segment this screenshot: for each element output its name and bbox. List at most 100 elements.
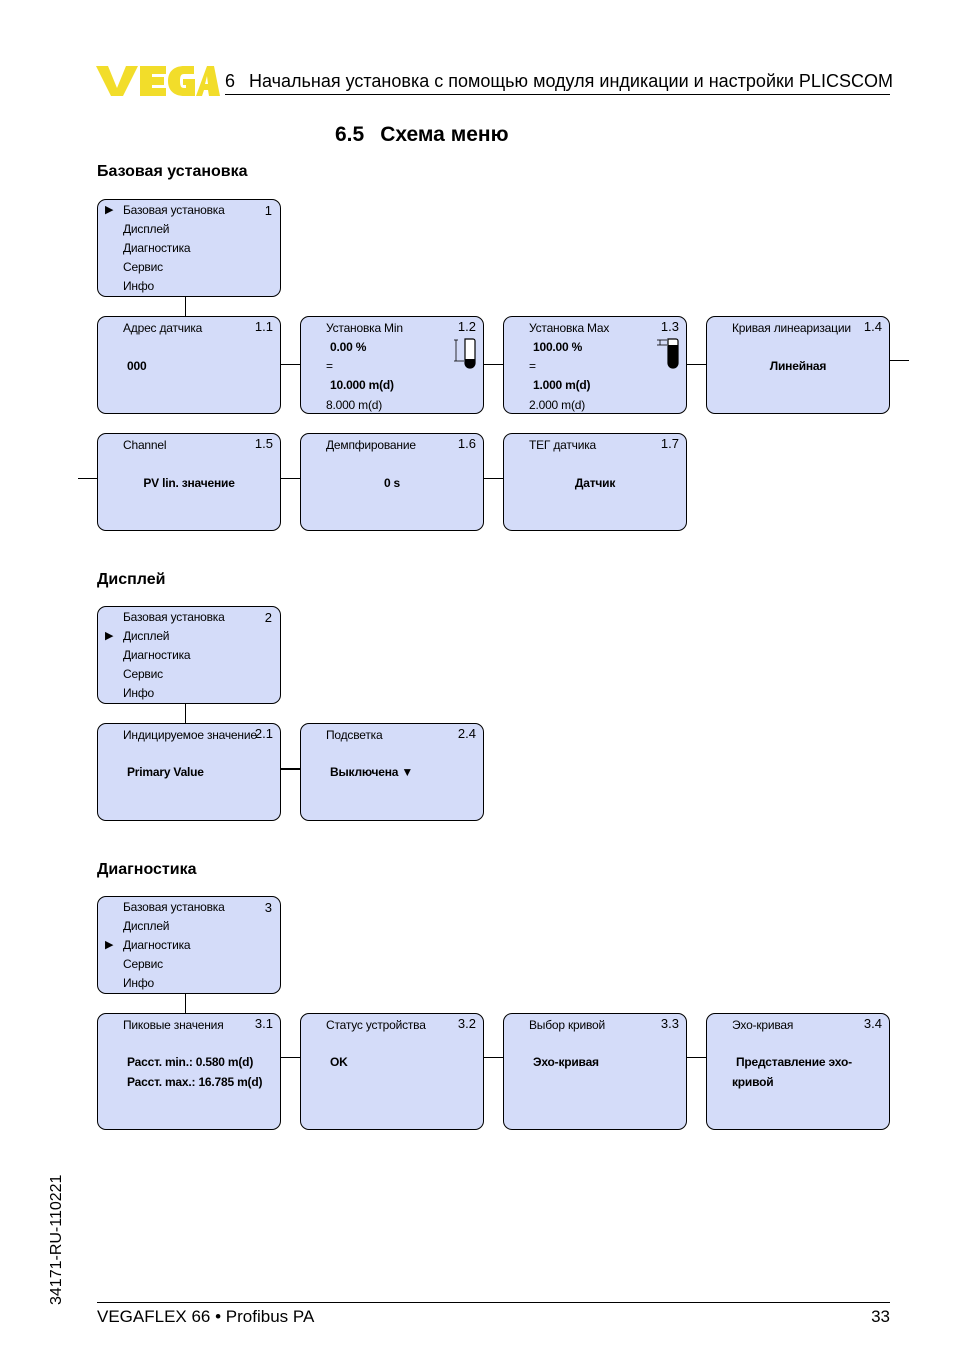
box-value-measured: 8.000 m(d): [326, 398, 383, 412]
box-number: 2.4: [457, 726, 476, 741]
connector: [281, 1057, 300, 1058]
connector: [484, 364, 503, 365]
box-sensor-tag[interactable]: ТЕГ датчика 1.7 Датчик: [503, 433, 687, 531]
box-value: Датчик: [574, 476, 616, 490]
box-value: Эхо-кривая: [533, 1055, 599, 1069]
menu-item-basic: Базовая установка: [123, 900, 225, 914]
connector: [185, 704, 186, 723]
box-number: 2.1: [254, 726, 273, 741]
connector-continue: [890, 360, 909, 361]
connector: [281, 478, 300, 479]
footer-rule: [97, 1302, 890, 1303]
menu-item-info: Инфо: [123, 279, 154, 293]
display-heading: Дисплей: [97, 571, 166, 588]
menu-item-service: Сервис: [123, 667, 163, 681]
section-title: Схема меню: [380, 123, 509, 146]
box-displayed-value[interactable]: Индицируемое значение 2.1 Primary Value: [97, 723, 281, 821]
box-value: Primary Value: [127, 765, 204, 779]
footer-product: VEGAFLEX 66 • Profibus PA: [97, 1307, 315, 1326]
box-channel[interactable]: Channel 1.5 PV lin. значение: [97, 433, 281, 531]
box-value: 000: [127, 359, 147, 373]
box-damping[interactable]: Демпфирование 1.6 0 s: [300, 433, 484, 531]
box-title: Кривая линеаризации: [732, 321, 851, 335]
page-number: 33: [871, 1307, 890, 1326]
tank-max-icon: [657, 338, 679, 369]
box-title: Channel: [123, 438, 167, 452]
diagnostics-main-menu[interactable]: Базовая установка Дисплей ▶ Диагностика …: [97, 896, 281, 994]
box-value-distance: 1.000 m(d): [533, 378, 591, 392]
menu-item-diagnostics: Диагностика: [123, 938, 191, 952]
box-title: ТЕГ датчика: [529, 438, 597, 452]
box-value: PV lin. значение: [143, 476, 235, 490]
chapter-number: 6: [225, 71, 236, 91]
box-value: Выключена ▼: [330, 765, 414, 779]
box-number: 3.3: [660, 1016, 679, 1031]
box-title: Адрес датчика: [123, 321, 203, 335]
box-number: 3.1: [254, 1016, 273, 1031]
tank-min-icon: [454, 338, 476, 369]
box-min-adjust[interactable]: Установка Min 1.2 0.00 % = 10.000 m(d) 8…: [300, 316, 484, 414]
connector: [185, 994, 186, 1013]
box-number: 3.2: [457, 1016, 476, 1031]
menu-item-display: Дисплей: [123, 629, 170, 643]
box-max-adjust[interactable]: Установка Max 1.3 100.00 % = 1.000 m(d) …: [503, 316, 687, 414]
box-value: Линейная: [769, 359, 827, 373]
connector: [484, 1057, 503, 1058]
display-main-menu[interactable]: Базовая установка ▶ Дисплей Диагностика …: [97, 606, 281, 704]
connector: [687, 1057, 706, 1058]
box-value-max: Расст. max.: 16.785 m(d): [127, 1075, 263, 1089]
menu-item-display: Дисплей: [123, 222, 170, 236]
box-number: 1.4: [863, 319, 882, 334]
box-linearization-curve[interactable]: Кривая линеаризации 1.4 Линейная: [706, 316, 890, 414]
box-title: Установка Max: [529, 321, 610, 335]
box-title: Индицируемое значение: [123, 728, 257, 742]
box-value-percent: 0.00 %: [330, 340, 367, 354]
box-value-percent: 100.00 %: [533, 340, 583, 354]
vega-logo: [96, 66, 220, 96]
box-curve-select[interactable]: Выбор кривой 3.3 Эхо-кривая: [503, 1013, 687, 1130]
box-peak-values[interactable]: Пиковые значения 3.1 Расст. min.: 0.580 …: [97, 1013, 281, 1130]
menu-number: 2: [264, 610, 272, 625]
box-value-min: Расст. min.: 0.580 m(d): [127, 1055, 254, 1069]
box-number: 1.3: [660, 319, 679, 334]
box-title: Эхо-кривая: [732, 1018, 794, 1032]
selection-arrow-icon: ▶: [105, 204, 114, 216]
box-echo-curve[interactable]: Эхо-кривая 3.4 Представление эхо- кривой: [706, 1013, 890, 1130]
basic-heading: Базовая установка: [97, 163, 248, 180]
box-title: Подсветка: [326, 728, 383, 742]
box-number: 1.7: [660, 436, 679, 451]
box-title: Выбор кривой: [529, 1018, 606, 1032]
box-value-distance: 10.000 m(d): [330, 378, 394, 392]
box-number: 1.5: [254, 436, 273, 451]
menu-item-info: Инфо: [123, 686, 154, 700]
basic-main-menu[interactable]: ▶ Базовая установка Дисплей Диагностика …: [97, 199, 281, 297]
box-title: Демпфирование: [326, 438, 416, 452]
box-value: OK: [330, 1055, 348, 1069]
menu-item-basic: Базовая установка: [123, 203, 225, 217]
box-number: 1.1: [254, 319, 273, 334]
box-title: Установка Min: [326, 321, 403, 335]
box-number: 1.6: [457, 436, 476, 451]
box-number: 3.4: [863, 1016, 882, 1031]
box-device-status[interactable]: Статус устройства 3.2 OK: [300, 1013, 484, 1130]
connector: [484, 478, 503, 479]
chapter-title: Начальная установка с помощью модуля инд…: [249, 71, 893, 91]
selection-arrow-icon: ▶: [105, 939, 114, 951]
menu-item-diagnostics: Диагностика: [123, 648, 191, 662]
connector: [281, 364, 300, 365]
menu-number: 3: [264, 900, 272, 915]
connector: [185, 297, 186, 316]
box-sensor-address[interactable]: Адрес датчика 1.1 000: [97, 316, 281, 414]
box-title: Статус устройства: [326, 1018, 426, 1032]
box-backlight[interactable]: Подсветка 2.4 Выключена ▼: [300, 723, 484, 821]
menu-item-basic: Базовая установка: [123, 610, 225, 624]
box-title: Пиковые значения: [123, 1018, 224, 1032]
connector: [687, 364, 706, 365]
header-rule: [225, 94, 890, 95]
diagnostics-heading: Диагностика: [97, 861, 197, 878]
connector-continue: [78, 478, 97, 479]
menu-item-display: Дисплей: [123, 919, 170, 933]
box-value-measured: 2.000 m(d): [529, 398, 586, 412]
box-number: 1.2: [457, 319, 476, 334]
